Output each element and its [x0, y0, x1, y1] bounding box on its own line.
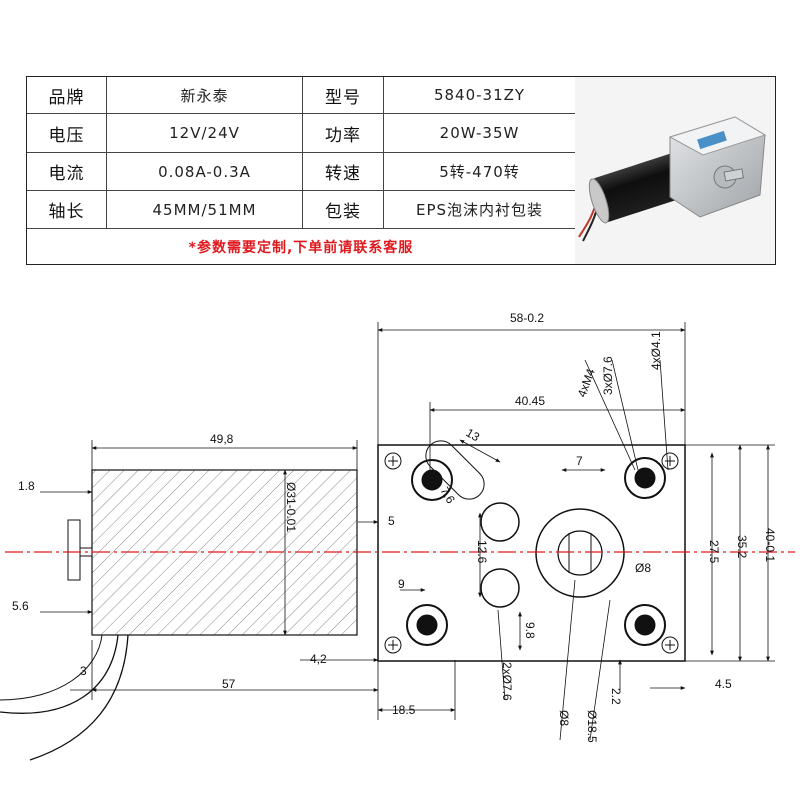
label-packaging: 包装	[325, 202, 361, 222]
label-model: 型号	[325, 87, 361, 108]
dim-4-5: 4.5	[715, 677, 732, 691]
value-current: 0.08A-0.3A	[158, 162, 251, 181]
dim-1-8: 1.8	[18, 479, 35, 493]
dim-12-6: 12.6	[475, 540, 489, 564]
product-photo	[575, 77, 775, 264]
dim-d31: Ø31-0.01	[284, 482, 298, 532]
dim-27-5: 27.5	[707, 540, 721, 564]
value-voltage: 12V/24V	[169, 124, 240, 142]
label-shaft-length: 轴长	[48, 202, 85, 222]
value-model: 5840-31ZY	[433, 86, 526, 104]
label-power: 功率	[325, 125, 361, 146]
mounting-holes	[406, 457, 666, 646]
dimension-drawing: 58-0.2 4xØ4.1 3xØ7.6 4xM4 40.45 13 49,8 …	[0, 311, 795, 761]
dim-3: 3	[80, 664, 87, 678]
hole-upper	[480, 502, 520, 542]
dim-9-8: 9.8	[523, 622, 537, 639]
custom-note: *参数需要定制,下单前请联系客服	[188, 239, 414, 256]
dim-4-2: 4,2	[310, 652, 327, 666]
value-brand: 新永泰	[180, 86, 229, 105]
dim-5-6: 5.6	[12, 599, 29, 613]
value-speed: 5转-470转	[439, 163, 520, 181]
dim-18-5: 18.5	[392, 703, 416, 717]
label-speed: 转速	[325, 164, 361, 184]
dim-40-0-1: 40-0.1	[763, 528, 777, 562]
dim-2x-d7-6: 2xØ7.6	[500, 662, 514, 701]
dim-4x-m4: 4xM4	[575, 366, 598, 399]
dim-overall-width: 58-0.2	[510, 311, 544, 325]
hole-lower	[480, 568, 520, 608]
value-power: 20W-35W	[439, 124, 520, 142]
value-packaging: EPS泡沫内衬包装	[415, 201, 544, 219]
dim-4x-d4-1: 4xØ4.1	[649, 331, 663, 370]
label-voltage: 电压	[48, 125, 85, 146]
dim-d8-bottom: Ø8	[557, 710, 571, 726]
corner-screw-icon	[384, 452, 679, 654]
dim-57: 57	[222, 677, 236, 691]
label-current: 电流	[48, 164, 85, 184]
output-shaft	[557, 530, 603, 576]
dim-35-2: 35.2	[735, 535, 749, 559]
dim-13: 13	[464, 425, 483, 444]
dim-d18-5: Ø18.5	[585, 710, 599, 743]
dim-2-2: 2.2	[609, 688, 623, 705]
dim-5: 5	[388, 514, 395, 528]
spec-table: 品牌 新永泰 型号 5840-31ZY 电压 12V/24V 功率 20W-35…	[26, 76, 776, 265]
motor-end-terminal	[67, 519, 81, 581]
dim-40-45: 40.45	[515, 394, 545, 408]
dim-3x-d7-6: 3xØ7.6	[601, 356, 615, 395]
dim-49-8: 49,8	[210, 432, 234, 446]
label-brand: 品牌	[48, 87, 85, 108]
dim-d8-right: Ø8	[635, 561, 651, 575]
value-shaft-length: 45MM/51MM	[152, 200, 257, 219]
dim-7: 7	[576, 454, 583, 468]
dim-9: 9	[398, 577, 405, 591]
